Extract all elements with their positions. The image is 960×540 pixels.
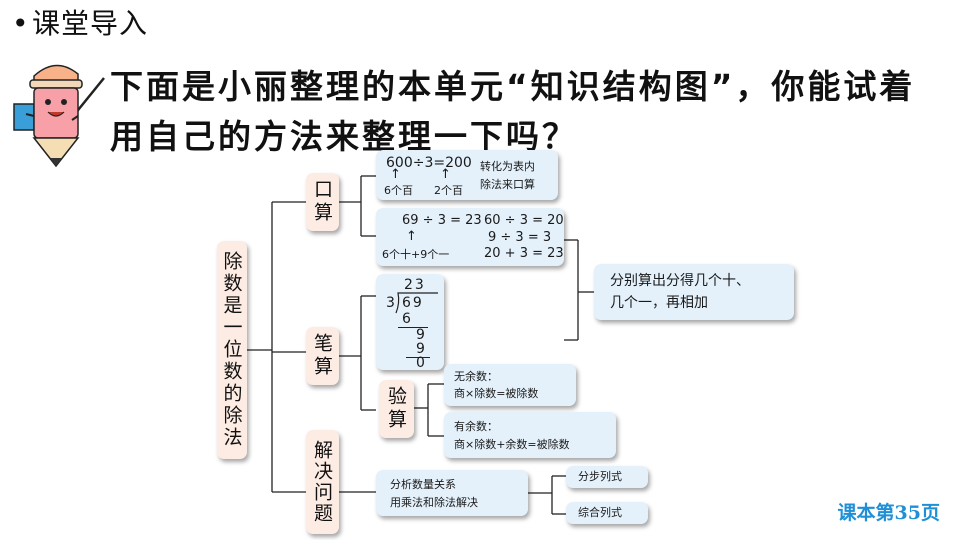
oral-example-2: 69 ÷ 3 = 23 ↑ 6个十+9个一 60 ÷ 3 = 20 9 ÷ 3 … [376,208,564,266]
no-remainder-title: 无余数： [454,370,498,383]
oral-example-1-equation: 600÷3=200 [386,155,472,171]
prompt-text: 下面是小丽整理的本单元“知识结构图”，你能试着用自己的方法来整理一下吗？ [110,67,916,156]
no-remainder-box: 无余数： 商×除数=被除数 [444,364,576,406]
oral-example-1-arrow-right: ↑ [440,167,451,182]
textbook-page-reference: 课本第35页 [837,502,940,524]
check-label: 验算 [385,386,407,432]
remainder-rule: 商×除数+余数=被除数 [454,438,570,451]
oral-example-2-equation: 69 ÷ 3 = 23 [402,213,482,228]
long-division-dividend: 69 [402,295,424,311]
remainder-box: 有余数： 商×除数+余数=被除数 [444,412,616,458]
root-label: 除数是一位数的除法 [220,251,243,449]
long-division-sub2: 9 [416,341,425,357]
solve-node: 解决问题 [306,430,339,534]
long-division-quotient: 23 [404,277,426,293]
check-node: 验算 [379,380,414,438]
long-division-sub1: 6 [402,311,411,327]
combined-label: 综合列式 [578,506,622,519]
oral-example-1-note-line1: 转化为表内 [480,160,535,173]
analysis-line1: 分析数量关系 [390,478,456,491]
no-remainder-rule: 商×除数=被除数 [454,387,539,400]
oral-example-1-arrow-left: ↑ [390,167,401,182]
oral-example-2-sub: 6个十+9个一 [382,248,450,261]
remainder-title: 有余数： [454,420,498,433]
oral-example-2-step1: 60 ÷ 3 = 20 [484,213,564,228]
long-division-rem1: 9 [416,327,425,343]
oral-example-1-sub-left: 6个百 [384,184,413,197]
oral-example-1-sub-right: 2个百 [434,184,463,197]
oral-example-2-arrow: ↑ [406,229,417,244]
analysis-line2: 用乘法和除法解决 [390,496,478,509]
section-bullet: • [12,7,29,40]
long-division-line2 [406,357,430,358]
written-node: 笔算 [306,327,339,385]
oral-example-2-step3: 20 + 3 = 23 [484,246,564,261]
long-division-bracket [395,292,438,314]
written-label: 笔算 [311,333,333,379]
long-division-rem2: 0 [416,355,425,371]
analysis-box: 分析数量关系 用乘法和除法解决 [376,470,528,516]
long-division-divisor: 3 [386,295,395,311]
oral-method-line1: 分别算出分得几个十、 [610,273,750,289]
oral-method-box: 分别算出分得几个十、 几个一，再相加 [594,264,794,320]
oral-example-1: 600÷3=200 ↑ ↑ 6个百 2个百 转化为表内 除法来口算 [376,150,558,200]
long-division-line1 [398,327,428,328]
oral-example-2-step2: 9 ÷ 3 = 3 [488,230,552,245]
combined-box: 综合列式 [566,502,648,524]
solve-label: 解决问题 [311,440,333,524]
oral-label: 口算 [311,179,333,225]
section-title: 课堂导入 [32,7,149,40]
oral-method-line2: 几个一，再相加 [610,295,708,311]
oral-node: 口算 [306,173,339,231]
step-by-step-box: 分步列式 [566,466,648,488]
pencil-teacher-icon [13,64,105,168]
oral-example-1-note-line2: 除法来口算 [480,178,535,191]
step-by-step-label: 分步列式 [578,470,622,483]
long-division-box: 23 3 69 6 9 9 0 [376,274,444,371]
root-node: 除数是一位数的除法 [217,241,247,459]
